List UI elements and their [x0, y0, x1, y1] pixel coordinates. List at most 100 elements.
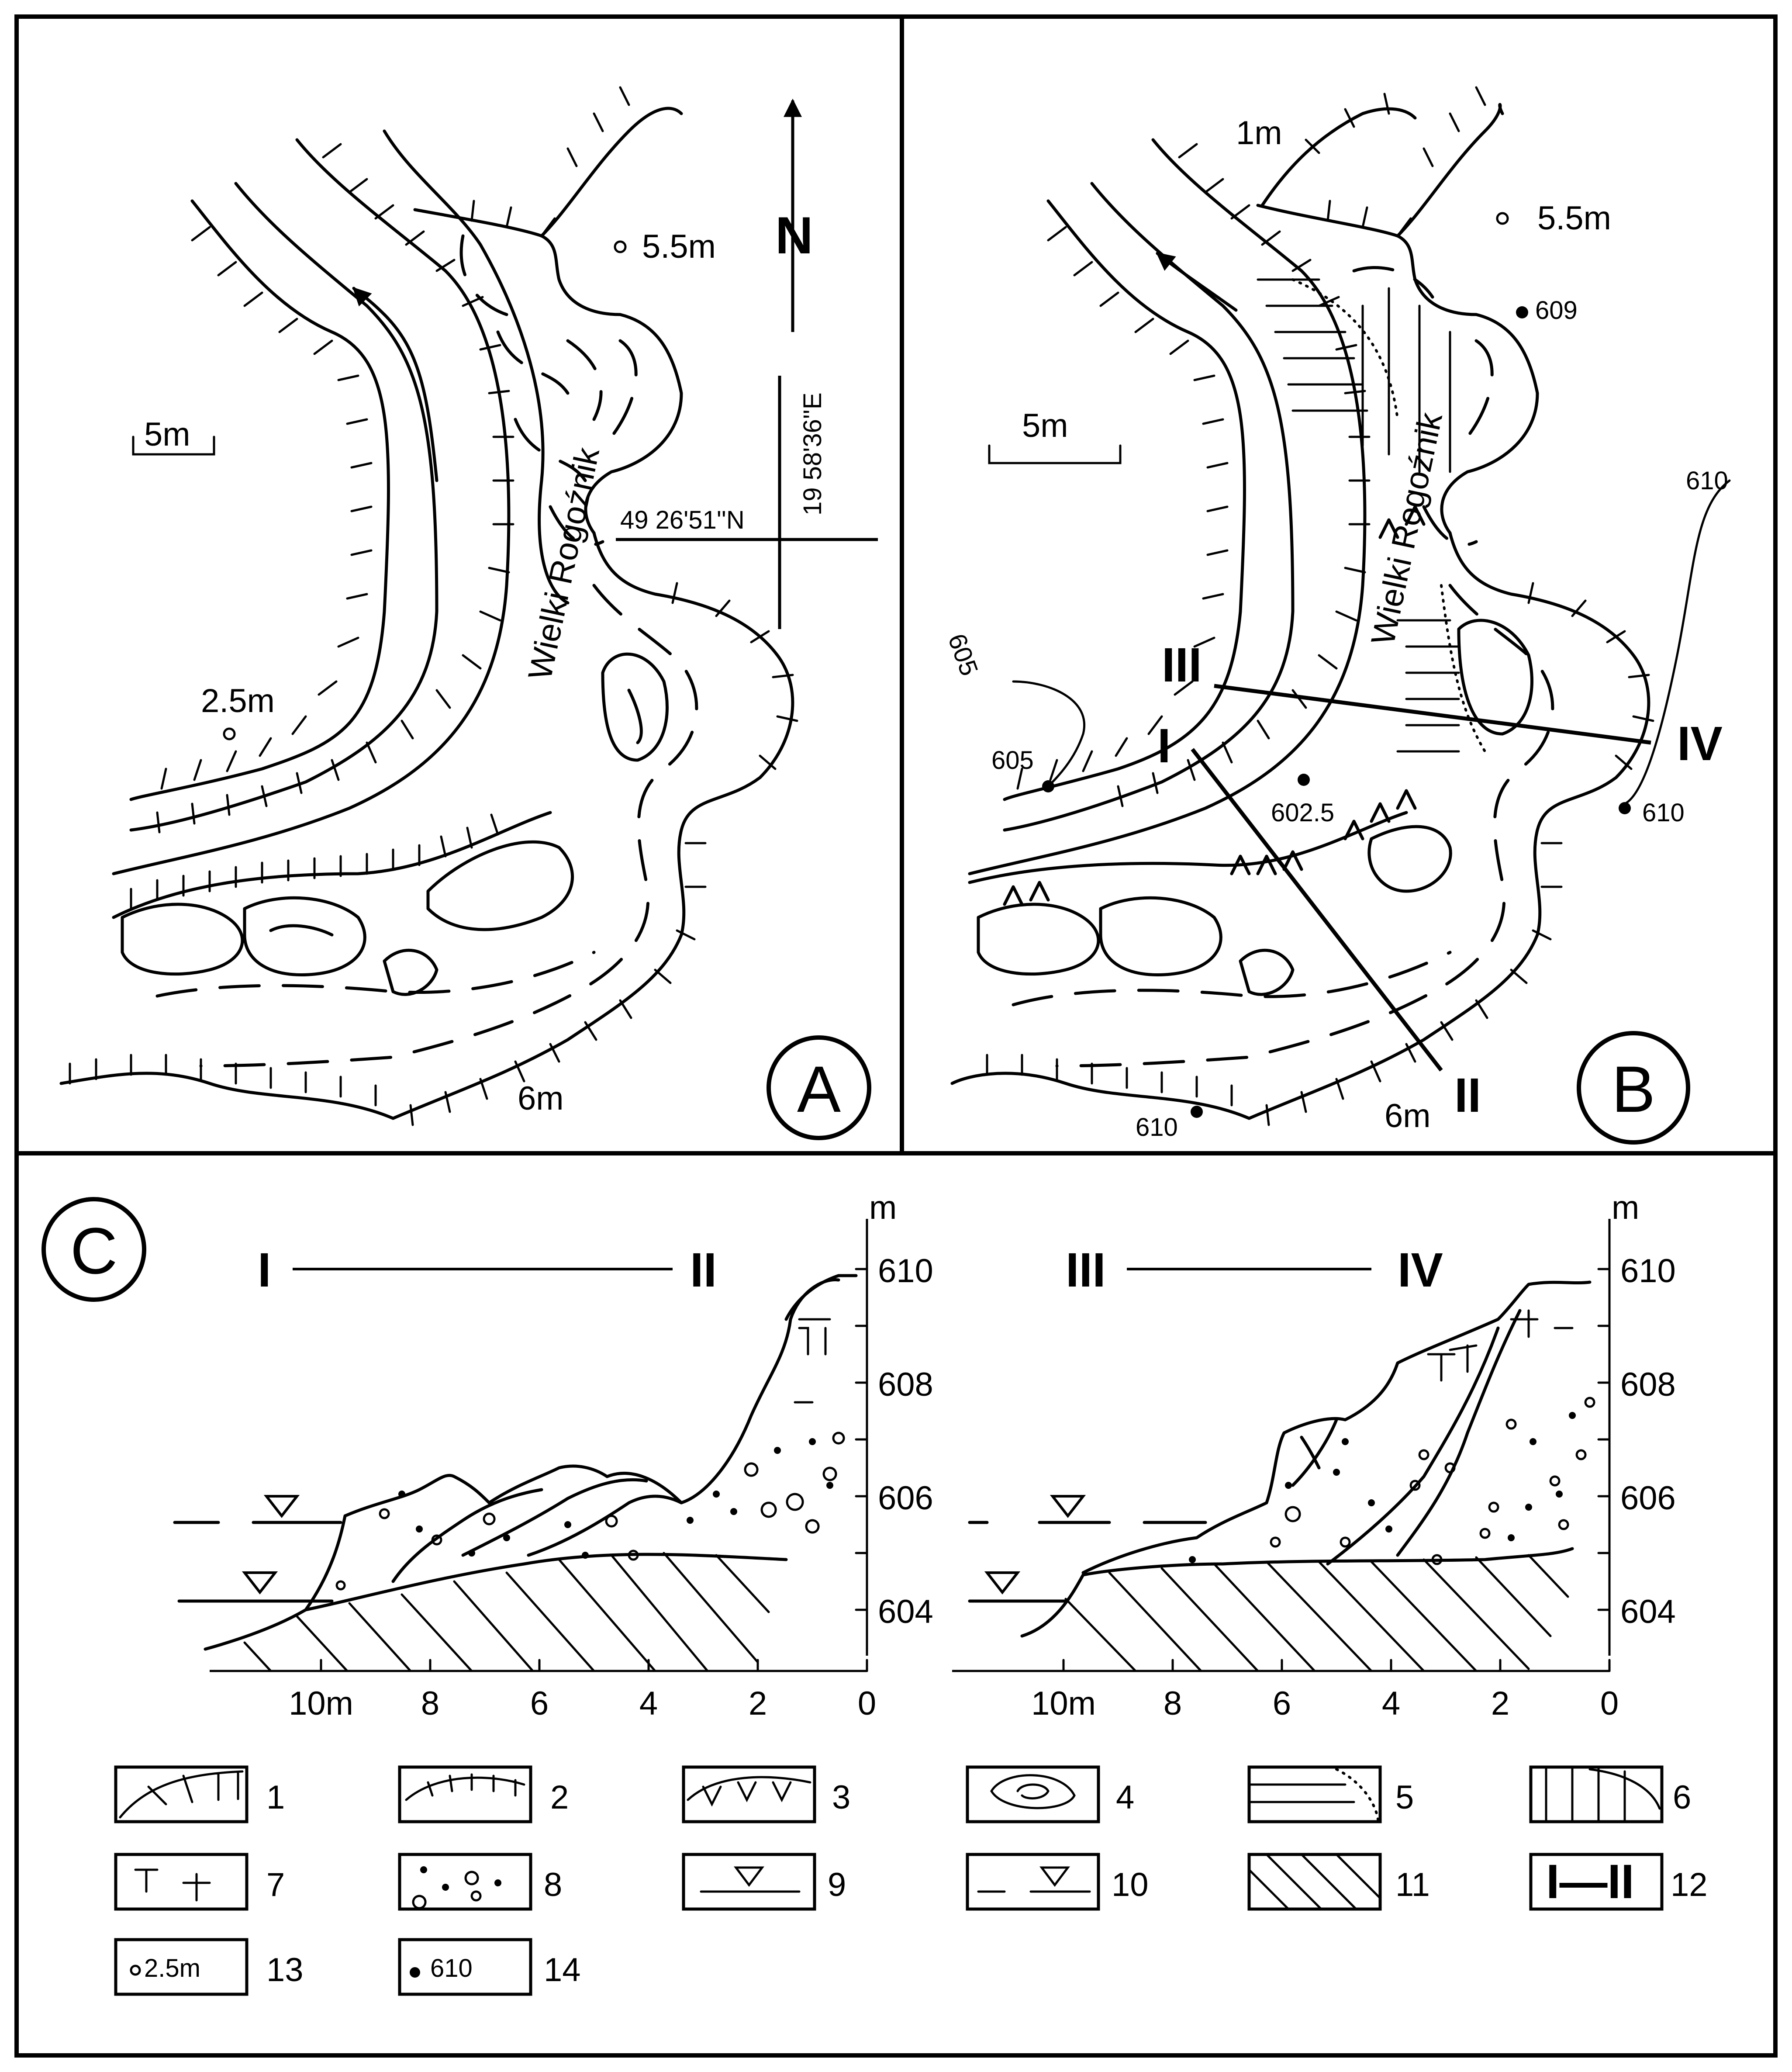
y-tick-label: 608 — [878, 1366, 933, 1403]
section-symbol: I—II — [1546, 1855, 1634, 1909]
legend-box — [398, 1765, 532, 1823]
ticks-a1 — [160, 226, 373, 790]
legend-box — [114, 1938, 249, 1996]
legend-box — [1529, 1853, 1664, 1911]
spot-height: 602.5 — [1271, 799, 1334, 827]
legend-box — [398, 1938, 532, 1996]
legend-num: 6 — [1673, 1779, 1691, 1816]
ticks-b2 — [1117, 143, 1371, 807]
legend-num: 3 — [832, 1779, 850, 1816]
gravel-clasts-iii — [1270, 1397, 1595, 1565]
legend-num: 10 — [1112, 1866, 1149, 1903]
legend: 1 2 3 4 5 6 7 8 — [114, 1765, 1708, 1996]
section-label-i: I — [1157, 719, 1171, 773]
y-tick-label: 608 — [1620, 1366, 1676, 1403]
basin-outline — [950, 531, 1650, 1120]
slope-top-left — [1260, 107, 1417, 207]
deposit-lenses — [1291, 1309, 1522, 1566]
contour-label: 610 — [1686, 467, 1728, 495]
x-tick-label: 2 — [1491, 1685, 1509, 1722]
y-tick-label: 606 — [878, 1480, 933, 1517]
spot-height: 609 — [1535, 296, 1578, 325]
y-ticks — [855, 1268, 868, 1611]
river-bank-right — [129, 182, 439, 832]
legend-box — [966, 1853, 1100, 1911]
filled-dot-icon — [1042, 780, 1054, 792]
legend-box — [1529, 1765, 1664, 1823]
scale-bar-a — [132, 436, 215, 456]
water-triangle-icon — [734, 1866, 764, 1887]
section-label-iii: III — [1162, 638, 1202, 692]
triangle-edge — [1003, 505, 1426, 906]
x-tick-label: 8 — [1164, 1685, 1182, 1722]
panel-c-badge — [41, 1197, 146, 1302]
contour-label: 605 — [943, 630, 984, 679]
depressions-a — [459, 234, 638, 547]
legend-num: 8 — [544, 1866, 562, 1903]
depth-label: 5.5m — [642, 228, 716, 265]
basin-islands — [977, 619, 1533, 996]
slope-upper — [1256, 204, 1539, 535]
spot-height: 610 — [1642, 799, 1685, 827]
open-circle-icon — [1496, 212, 1509, 225]
deposit-lenses — [391, 1274, 858, 1583]
open-circle-icon — [130, 1965, 141, 1976]
lower-dash-b — [1012, 951, 1452, 1007]
longitude-label: 19 58'36''E — [798, 392, 827, 515]
legend-num: 14 — [544, 1951, 581, 1989]
bedrock-hatch — [243, 1552, 770, 1672]
x-tick-label: 10m — [1031, 1685, 1096, 1722]
slope-upper — [413, 208, 683, 535]
x-tick-label: 4 — [639, 1685, 658, 1722]
vertical-hatch-icon — [1545, 1766, 1661, 1823]
spot-height: 605 — [991, 746, 1034, 775]
profile-to: IV — [1398, 1243, 1443, 1297]
contour-605 — [1012, 680, 1085, 788]
river-bank-left — [129, 199, 390, 801]
diagonal-hatch-icon — [1248, 1853, 1381, 1910]
panel-c-letter: C — [70, 1214, 117, 1287]
frames — [14, 14, 1778, 2058]
legend-box — [1247, 1853, 1382, 1911]
basin-inner — [199, 584, 698, 1068]
depth-label: 6m — [1385, 1097, 1431, 1135]
spot-height: 610 — [1136, 1113, 1178, 1142]
bedrock-surface — [204, 1553, 788, 1651]
terrace-inner-right — [112, 138, 511, 875]
panel-b-letter: B — [1612, 1052, 1655, 1126]
lower-dash-a — [155, 951, 596, 998]
legend-text: 610 — [430, 1954, 473, 1982]
legend-num: 12 — [1671, 1866, 1708, 1903]
scale-label-b: 5m — [1022, 407, 1068, 444]
filled-dot-icon — [410, 1967, 420, 1978]
river-bank-left — [1003, 199, 1246, 801]
legend-num: 4 — [1116, 1779, 1134, 1816]
profile-i-ii: I II m 610 608 606 604 10m 8 6 4 2 0 — [173, 1189, 933, 1722]
depth-label: 1m — [1236, 114, 1282, 152]
section-label-ii: II — [1454, 1069, 1481, 1122]
y-tick-label: 606 — [1620, 1480, 1676, 1517]
x-ticks — [320, 1659, 868, 1672]
y-tick-label: 604 — [878, 1593, 933, 1630]
deposit-outline — [1081, 1280, 1592, 1574]
cross-symbols-iii — [1427, 1309, 1574, 1382]
flow-arrow — [352, 287, 439, 482]
ticks-b4 — [986, 582, 1654, 1126]
x-tick-label: 8 — [421, 1685, 439, 1722]
basin-islands — [601, 652, 669, 762]
ticks-a4 — [69, 582, 798, 1126]
bedrock-hatch — [1064, 1554, 1569, 1672]
x-tick-label: 6 — [530, 1685, 549, 1722]
slope-upper-right — [540, 107, 683, 238]
ticks-b1 — [1016, 226, 1229, 790]
legend-text: 2.5m — [144, 1954, 200, 1982]
lower-pools — [121, 840, 574, 996]
terrace-outer — [383, 129, 570, 605]
scarp-icon — [119, 1770, 244, 1819]
basin-inner — [1055, 584, 1554, 1068]
water-triangle — [242, 1495, 300, 1595]
panel-b: 605 610 Wielki Rogoźnik I II III IV 609 … — [943, 86, 1731, 1145]
ticks-b3 — [1305, 86, 1486, 237]
filled-dot-icon — [1619, 802, 1631, 814]
depth-label: 6m — [518, 1080, 564, 1117]
